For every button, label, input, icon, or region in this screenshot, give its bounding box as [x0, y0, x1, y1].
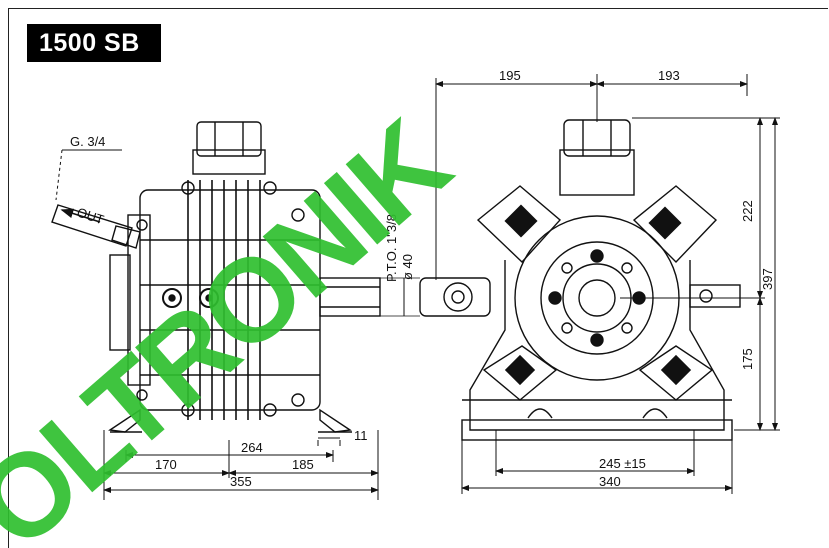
dim-lower-height: 175 — [740, 348, 755, 370]
dim-mount-spacing-side: 264 — [241, 440, 263, 455]
dim-front-part: 170 — [155, 457, 177, 472]
inlet-thread-label: G. 3/4 — [70, 134, 105, 149]
model-title: 1500 SB — [27, 24, 161, 62]
dim-overall-length: 355 — [230, 474, 252, 489]
dim-mount-spacing-front: 245 ±15 — [599, 456, 646, 471]
side-view — [51, 121, 381, 433]
pto-label: P.T.O. 1"3/8 — [384, 214, 399, 282]
dim-upper-height: 222 — [740, 200, 755, 222]
dim-base-width: 340 — [599, 474, 621, 489]
dim-right-width: 193 — [658, 68, 680, 83]
sheet-border — [8, 8, 828, 548]
front-view — [419, 119, 741, 441]
outlet-arrow — [60, 208, 101, 223]
dim-left-width: 195 — [499, 68, 521, 83]
side-dimension-lines — [103, 430, 379, 500]
dim-overall-height: 397 — [760, 268, 775, 290]
outlet-arrow-label: OUT — [75, 205, 106, 228]
pto-diameter-label: ø 40 — [400, 254, 415, 280]
dim-foot-offset: 11 — [354, 428, 368, 443]
watermark-text: OLTRONIK — [0, 95, 474, 538]
dim-rear-part: 185 — [292, 457, 314, 472]
front-dimension-lines — [435, 74, 780, 494]
